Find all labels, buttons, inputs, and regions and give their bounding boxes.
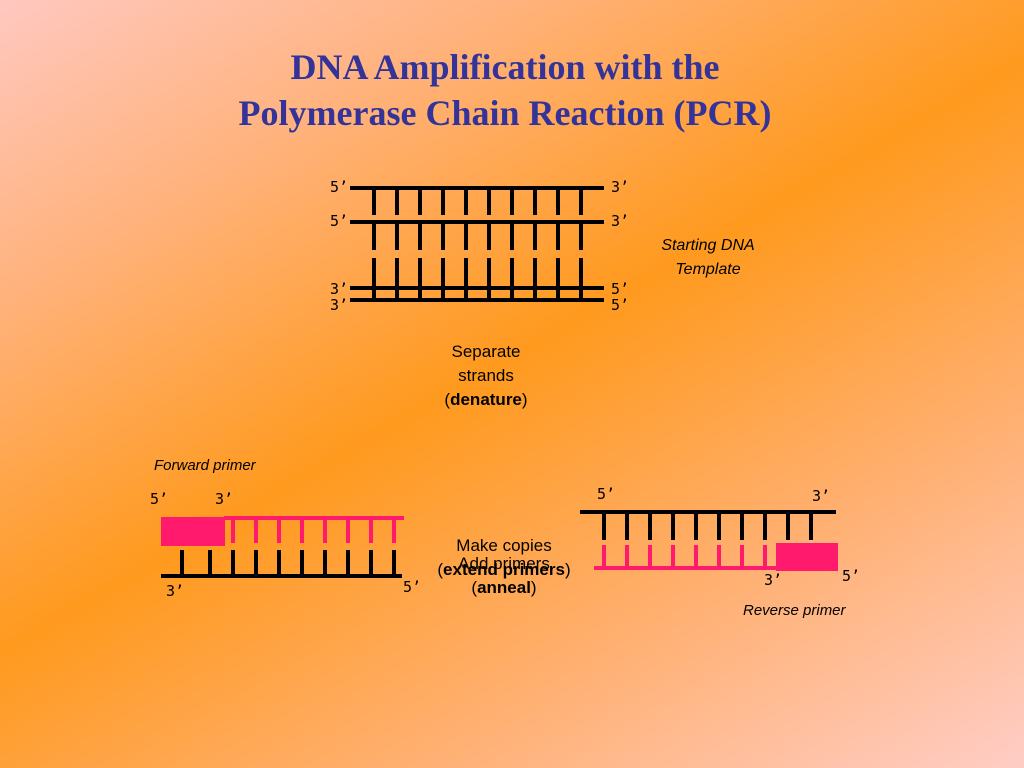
extend-line-1: Make copies [456,536,552,555]
right-bot-left-end: 3’ [764,571,783,589]
left-new-strand-rungs [231,518,396,543]
forward-primer-label: Forward primer [154,457,256,474]
template-low-rungs [372,258,583,288]
template-top-rungs [372,188,583,215]
reverse-primer-block [776,543,838,571]
forward-primer-block [161,517,225,546]
template-mid-left-end: 5’ [330,212,349,230]
template-bot-right-end: 5’ [611,296,630,314]
left-top-right-end: 3’ [215,490,234,508]
right-new-strand-rungs [602,545,767,568]
page-title: DNA Amplification with the Polymerase Ch… [0,44,1010,136]
template-top-left-end: 5’ [330,178,349,196]
anneal-step-caption: Add primers (anneal) [404,552,604,600]
template-mid-rungs [372,222,583,250]
template-caption-line-2: Template [675,261,741,278]
right-top-left-end: 5’ [597,485,616,503]
denature-line-1: Separate [451,342,521,361]
anneal-keyword: anneal [477,578,531,597]
left-top-left-end: 5’ [150,490,169,508]
left-bot-right-end: 5’ [403,578,422,596]
right-template-rungs [602,512,813,540]
left-bot-left-end: 3’ [166,582,185,600]
template-low-right-end: 5’ [611,280,630,298]
template-mid-right-end: 3’ [611,212,630,230]
right-top-right-end: 3’ [812,487,831,505]
denature-line-3: (denature) [444,390,528,409]
anneal-line-1: Add primers [458,554,550,573]
denature-step-caption: Separate strands (denature) [416,340,556,412]
title-line-1: DNA Amplification with the [290,47,720,87]
denature-line-2: strands [458,366,514,385]
template-top-right-end: 3’ [611,178,630,196]
extend-keyword: extend primers [443,560,565,579]
right-bot-right-end: 5’ [842,567,861,585]
template-caption: Starting DNA Template [640,234,776,282]
template-bot-left-end: 3’ [330,296,349,314]
extend-line-2: (extend primers) [437,560,571,579]
anneal-line-2: (anneal) [471,578,537,597]
reverse-primer-label: Reverse primer [743,602,846,619]
denature-keyword: denature [450,390,522,409]
template-caption-line-1: Starting DNA [661,237,755,254]
left-template-rungs [180,550,396,576]
extend-step-caption: Make copies (extend primers) [404,534,604,582]
title-line-2: Polymerase Chain Reaction (PCR) [238,93,772,133]
template-low-left-end: 3’ [330,280,349,298]
